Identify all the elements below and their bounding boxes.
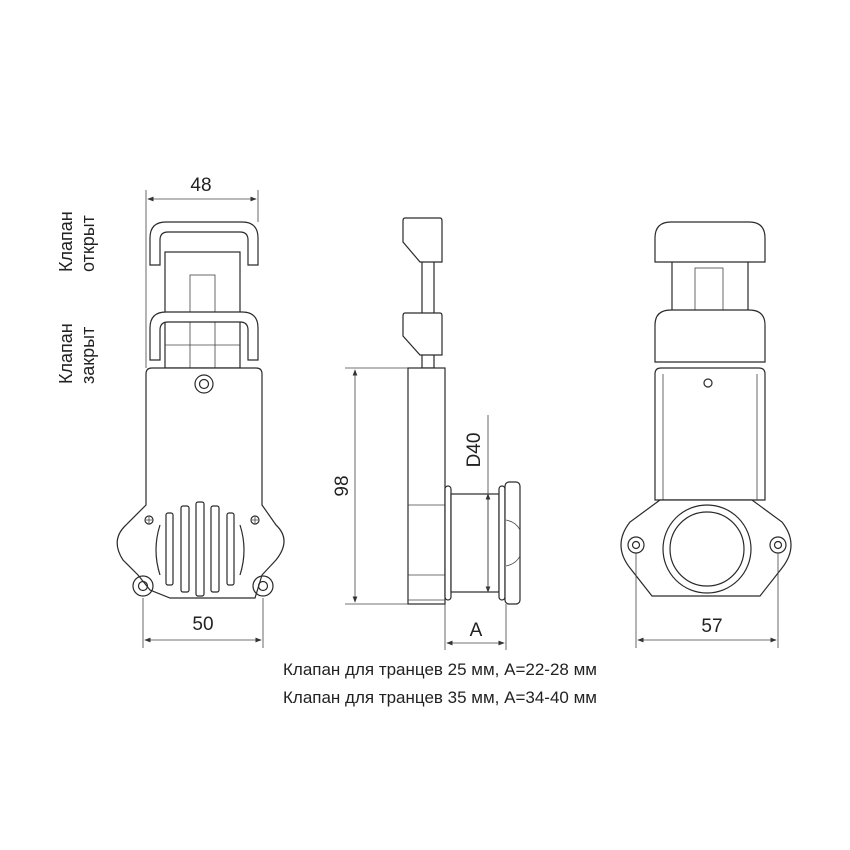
caption-35mm: Клапан для транцев 35 мм, А=34-40 мм [283,688,597,707]
dim-98: 98 [332,475,353,496]
label-open-line1: Клапан [56,211,76,272]
rear-view: 57 [620,221,792,648]
label-closed-line2: закрыт [78,327,98,384]
dim-50: 50 [192,614,213,635]
state-labels: Клапан открыт Клапан закрыт [56,211,98,384]
grille [155,501,245,597]
caption-25mm: Клапан для транцев 25 мм, А=22-28 мм [283,660,597,679]
side-view: 98 D40 A [332,217,521,650]
front-view: 48 50 [116,175,285,648]
label-closed-line1: Клапан [56,323,76,384]
dim-d40: D40 [464,433,485,468]
dim-57: 57 [701,616,722,637]
label-open-line2: открыт [78,215,98,272]
dim-48: 48 [190,175,211,196]
dim-a: A [470,620,483,641]
